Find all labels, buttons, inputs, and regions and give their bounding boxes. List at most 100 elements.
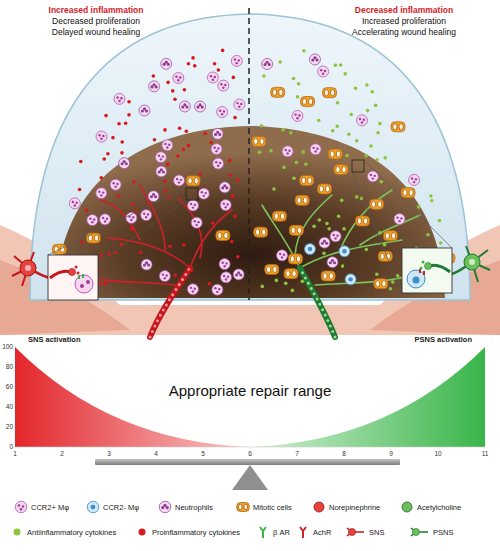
proinflammatory-cytokine xyxy=(182,148,186,152)
cell-body xyxy=(409,174,420,185)
effect-text: Delayed wound healing xyxy=(52,28,140,38)
nerve-terminal xyxy=(50,271,70,278)
range-label: Appropriate repair range xyxy=(169,382,332,399)
proinflammatory-cytokine xyxy=(99,176,103,180)
cell-body xyxy=(318,66,329,77)
ccr2-plus-macrophage xyxy=(282,146,293,157)
cell-body xyxy=(207,72,218,83)
antiinflammatory-cytokine xyxy=(426,233,430,237)
granule xyxy=(112,182,114,184)
antiinflammatory-cytokine xyxy=(379,180,383,184)
granule xyxy=(213,146,215,148)
granule xyxy=(316,147,318,149)
granule xyxy=(180,179,182,181)
ccr2-plus-macrophage xyxy=(15,501,27,513)
legend-item: AchR xyxy=(296,525,331,539)
granule xyxy=(116,183,118,185)
nucleus xyxy=(238,504,242,510)
cell-body xyxy=(292,110,303,121)
neutrophil xyxy=(212,128,223,139)
mitotic-cell xyxy=(374,279,388,289)
mitotic-cell xyxy=(328,149,342,159)
ccr2-plus-macrophage xyxy=(126,212,137,223)
mitotic-cell xyxy=(86,233,100,243)
granule xyxy=(215,161,217,163)
mitotic-cell xyxy=(272,211,286,221)
ccr2-plus-macrophage xyxy=(394,213,405,224)
granule xyxy=(192,290,194,292)
cell-body xyxy=(100,214,111,225)
sns-branches xyxy=(78,185,232,285)
cell-body xyxy=(323,88,337,98)
legend-text: AchR xyxy=(313,528,331,537)
cell-body xyxy=(295,195,309,205)
psns-axon xyxy=(300,268,335,337)
balance-beam xyxy=(95,459,400,465)
cell-body xyxy=(401,188,415,198)
granule xyxy=(284,149,286,151)
norepinephrine xyxy=(77,272,80,275)
legend-text: PSNS xyxy=(433,528,453,537)
cell-body xyxy=(216,231,230,241)
nucleus xyxy=(260,138,264,144)
mitotic-cell xyxy=(288,254,302,264)
proinflammatory-cytokine xyxy=(183,88,187,92)
nucleus xyxy=(308,247,312,251)
granule xyxy=(298,114,300,116)
nucleus xyxy=(330,151,334,157)
proinflammatory-cytokine xyxy=(228,159,232,163)
antiinflammatory-cytokine xyxy=(260,285,264,289)
psns-axon-beads xyxy=(300,268,335,337)
cell-body xyxy=(110,179,121,190)
cell-body xyxy=(356,115,367,126)
neutrophil xyxy=(156,166,167,177)
legend-item: Mitotic cells xyxy=(236,500,292,514)
antiinflammatory-cytokine xyxy=(378,122,382,126)
achr xyxy=(419,269,421,273)
cells-large xyxy=(49,54,455,295)
nucleus xyxy=(348,277,352,281)
granule xyxy=(176,178,178,180)
proinflammatory-cytokine xyxy=(166,81,170,85)
sns-axon-beads xyxy=(150,268,190,337)
mitotic-cell xyxy=(391,122,405,132)
ccr2-plus-macrophage xyxy=(174,175,185,186)
granule xyxy=(190,203,192,205)
proinflammatory-cytokine xyxy=(217,68,221,72)
granule xyxy=(225,262,227,264)
cytokine-swatch xyxy=(139,529,146,536)
granule xyxy=(216,291,218,293)
ccr2-plus-macrophage xyxy=(141,210,152,221)
legend-text: SNS xyxy=(369,528,384,537)
granule xyxy=(314,150,316,152)
antiinflammatory-cytokine xyxy=(375,272,379,276)
granule xyxy=(143,213,145,215)
cell-body xyxy=(356,216,370,226)
ccr2-plus-macrophage xyxy=(96,131,107,142)
legend-icon xyxy=(296,525,310,539)
nucleus xyxy=(273,89,277,95)
neuron-nucleus xyxy=(25,265,31,271)
nucleus xyxy=(357,218,361,224)
granule xyxy=(283,254,285,256)
cell-body xyxy=(148,191,159,202)
mitotic-cell xyxy=(301,97,315,107)
legend-item: Proinflammatory cytokines xyxy=(135,525,240,539)
ccr2-minus-macrophage xyxy=(339,246,350,257)
granule xyxy=(217,147,219,149)
legend-icon xyxy=(312,500,326,514)
granule xyxy=(91,221,93,223)
cell-body xyxy=(327,257,338,268)
cell-body xyxy=(318,184,332,194)
nucleus-lobe xyxy=(166,506,169,509)
cell-body xyxy=(374,279,388,289)
ccr2-plus-macrophage xyxy=(330,231,341,242)
sns-inset xyxy=(48,188,198,300)
nucleus-lobe xyxy=(225,186,228,189)
nucleus-lobe xyxy=(325,242,328,245)
proinflammatory-cytokine xyxy=(111,136,115,140)
sns-branch xyxy=(178,198,202,258)
nerve-terminal xyxy=(430,265,450,272)
antiinflammatory-cytokine xyxy=(300,280,304,284)
granule xyxy=(396,216,398,218)
